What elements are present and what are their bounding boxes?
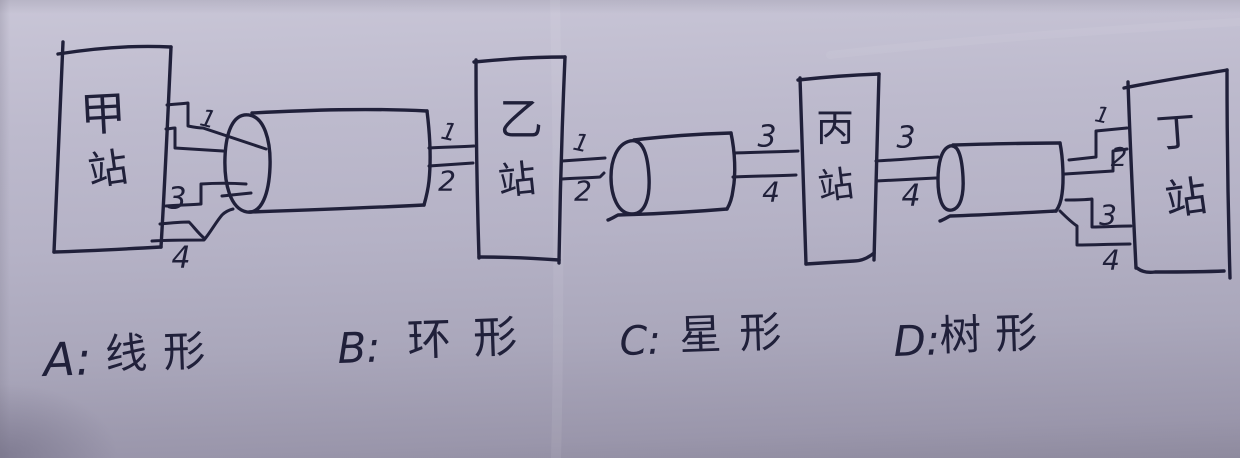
station-ding-char-bottom: 站 [1162, 171, 1210, 225]
station-jia-box-bottom [52, 245, 163, 254]
pin-label-cable2-3: 3 [757, 120, 776, 155]
station-yi-char-bottom: 站 [496, 156, 538, 204]
option-a: A: 线形 [40, 326, 223, 387]
wire-cable1-pin1 [427, 144, 476, 150]
option-d: D: 树形 [893, 308, 1052, 366]
station-yi-box-left [474, 58, 481, 260]
option-d-label: 树形 [938, 308, 1052, 361]
station-yi-box-top [472, 55, 567, 64]
wire-jia-pin2 [164, 126, 225, 153]
station-bing-box [796, 72, 881, 266]
wires-cable1-to-yi [427, 144, 476, 168]
station-yi-box-bottom [477, 255, 561, 262]
cable-2-end-cap [609, 139, 651, 216]
pin-label-cable2-4: 4 [762, 176, 780, 209]
wire-ding-pin2 [1063, 147, 1129, 176]
wires-cable3-to-ding [1058, 126, 1133, 247]
wires-jia-to-cable1 [150, 101, 268, 243]
cable-2-right-edge [725, 131, 737, 211]
station-bing-box-left [798, 76, 808, 266]
answer-options: A: 线形 B: 环形 C: 星形 D: 树形 [40, 307, 1053, 387]
pin-label-jia-1: 1 [197, 104, 219, 135]
wire-bing-pin3 [874, 155, 940, 163]
pin-label-yi-1: 1 [571, 128, 592, 159]
pin-label-ding-3: 3 [1099, 199, 1117, 232]
station-ding-char-top: 丁 [1154, 109, 1197, 158]
station-yi-char-top: 乙 [499, 95, 543, 146]
option-a-key: A: [40, 331, 93, 387]
pin-label-cable1-2: 2 [438, 165, 456, 198]
station-jia-char-bottom: 站 [85, 144, 131, 195]
station-jia-char-top: 甲 [79, 86, 128, 142]
station-labels: 甲 站 乙 站 丙 站 丁 站 [79, 86, 1211, 225]
station-jia-box-left [52, 40, 65, 254]
station-bing-char-top: 丙 [816, 106, 854, 150]
station-bing-box-right [872, 72, 881, 262]
pin-label-ding-2: 2 [1111, 143, 1128, 173]
wire-jia-pin3-inner [220, 191, 253, 198]
cable-1-right-edge [422, 109, 432, 207]
crease-line [826, 18, 1240, 59]
cable-2-top [632, 131, 733, 142]
wire-cable1-pin2 [427, 161, 475, 168]
pin-label-ding-4: 4 [1102, 244, 1120, 277]
cable-1-end-cap [223, 113, 272, 214]
cable-3-end-cap [936, 144, 965, 212]
station-ding-box-right [1225, 68, 1232, 280]
paper-creases [550, 0, 1240, 458]
pin-label-bing-4: 4 [901, 179, 920, 214]
station-ding-box-bottom [1135, 266, 1226, 275]
cable-1-cylinder [223, 107, 432, 214]
cable-3-right-edge [1054, 141, 1065, 213]
cable-1-top [250, 107, 429, 115]
station-bing-box-bottom [804, 251, 876, 266]
pin-label-yi-2: 2 [574, 175, 592, 208]
cable-3-bottom [938, 209, 1058, 223]
pin-label-bing-3: 3 [896, 121, 915, 156]
option-b-key: B: [337, 323, 382, 373]
station-ding-box-top [1122, 68, 1229, 90]
cable-2-bottom [606, 207, 729, 222]
station-jia-box-right [159, 45, 173, 249]
option-a-label: 线形 [104, 326, 222, 379]
station-jia-box [52, 40, 173, 254]
wire-jia-pin4 [150, 207, 235, 243]
wire-jia-pin3 [164, 181, 248, 208]
wires-yi-to-cable2 [560, 156, 607, 181]
wire-jia-pin4-step [158, 220, 206, 240]
pin-label-jia-3: 3 [167, 182, 186, 217]
pin-label-cable1-1: 1 [439, 117, 460, 148]
pin-label-jia-4: 4 [171, 241, 190, 276]
option-d-key: D: [893, 315, 941, 366]
station-bing-box-top [796, 72, 881, 82]
pin-label-ding-1: 1 [1093, 102, 1112, 129]
option-c-label: 星形 [678, 307, 800, 360]
option-c: C: 星形 [619, 307, 800, 365]
station-jia-box-top [56, 44, 173, 56]
wire-ding-pin4 [1058, 209, 1132, 247]
option-c-key: C: [619, 318, 662, 365]
option-b: B: 环形 [337, 311, 540, 373]
cable-3-cylinder [936, 141, 1065, 223]
wire-ding-pin3 [1064, 197, 1133, 229]
wire-cable2-pin3 [733, 149, 800, 155]
station-ding-box-left [1126, 80, 1138, 270]
pin-number-labels: 1 3 4 1 2 1 2 3 4 3 4 1 2 3 4 [167, 102, 1127, 276]
wires-bing-to-cable3 [874, 155, 940, 183]
wire-yi-pin2 [560, 171, 606, 181]
cable-3-top [951, 141, 1062, 147]
crease-line [550, 0, 564, 458]
option-b-label: 环形 [406, 311, 540, 367]
wires-cable2-to-bing [731, 149, 800, 179]
wire-yi-pin1 [560, 156, 607, 163]
station-bing-char-bottom: 站 [816, 163, 857, 208]
cable-1-bottom [248, 203, 426, 214]
cable-2-cylinder [606, 131, 737, 222]
wire-ding-pin1 [1067, 126, 1129, 162]
wire-jia-pin1 [165, 101, 268, 151]
station-ding-box [1122, 68, 1232, 280]
wire-cable2-pin4 [731, 173, 798, 179]
wire-bing-pin4 [874, 176, 938, 183]
